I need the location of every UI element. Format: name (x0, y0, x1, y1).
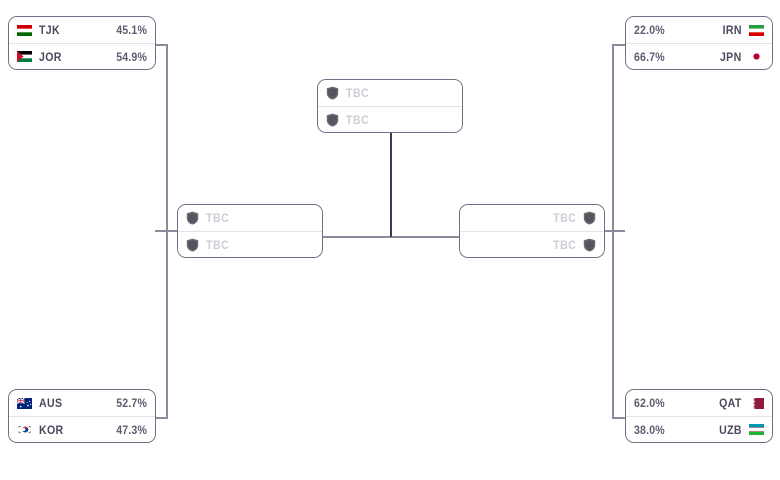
team-code: KOR (39, 422, 64, 437)
team-code: AUS (39, 396, 63, 410)
team-row[interactable]: TBC (460, 231, 604, 257)
shield-icon (326, 86, 339, 100)
team-row[interactable]: 22.0% IRN (626, 17, 772, 43)
match-qf-bottom-right[interactable]: 62.0% QAT 38.0% UZB (625, 389, 773, 443)
team-win-pct: 22.0% (634, 23, 665, 37)
team-row[interactable]: TBC (460, 205, 604, 231)
team-row[interactable]: TBC (318, 106, 462, 132)
team-row[interactable]: TBC (318, 80, 462, 106)
team-win-pct: 38.0% (634, 422, 665, 437)
team-win-pct: 62.0% (634, 396, 665, 410)
jor-flag (17, 51, 32, 62)
match-qf-top-right[interactable]: 22.0% IRN 66.7% JPN (625, 16, 773, 70)
connector-sf-right-stub (603, 230, 625, 232)
team-row[interactable]: TJK 45.1% (9, 17, 155, 43)
team-code: UZB (719, 422, 742, 437)
connector-sf-left-stub (155, 230, 177, 232)
uzb-flag (749, 424, 764, 435)
team-row[interactable]: 62.0% QAT (626, 390, 772, 416)
jpn-flag (749, 51, 764, 62)
match-sf-left[interactable]: TBC TBC (177, 204, 323, 258)
match-final[interactable]: TBC TBC (317, 79, 463, 133)
team-code: TJK (39, 23, 61, 37)
tbc-label: TBC (346, 86, 370, 100)
team-win-pct: 54.9% (116, 49, 147, 64)
team-code: QAT (719, 396, 742, 410)
irn-flag (749, 24, 764, 36)
qat-flag (749, 397, 764, 409)
team-row[interactable]: TBC (178, 231, 322, 257)
team-row[interactable]: 38.0% UZB (626, 416, 772, 442)
team-code: JOR (39, 49, 62, 64)
shield-icon (186, 211, 199, 225)
shield-icon (583, 238, 596, 252)
team-code: JPN (720, 49, 742, 64)
match-sf-right[interactable]: TBC TBC (459, 204, 605, 258)
tbc-label: TBC (346, 112, 370, 127)
connector-final-drop (390, 133, 392, 237)
kor-flag (17, 424, 32, 435)
tjk-flag (17, 24, 32, 36)
tbc-label: TBC (552, 211, 576, 225)
shield-icon (326, 113, 339, 127)
connector-qf-top-right-stub (612, 44, 625, 46)
team-row[interactable]: JOR 54.9% (9, 43, 155, 69)
team-row[interactable]: KOR 47.3% (9, 416, 155, 442)
team-win-pct: 47.3% (116, 422, 147, 437)
shield-icon (583, 211, 596, 225)
team-row[interactable]: AUS 52.7% (9, 390, 155, 416)
shield-icon (186, 238, 199, 252)
team-win-pct: 52.7% (116, 396, 147, 410)
match-qf-top-left[interactable]: TJK 45.1% JOR 54.9% (8, 16, 156, 70)
tbc-label: TBC (552, 237, 576, 252)
team-code: IRN (722, 23, 742, 37)
team-win-pct: 66.7% (634, 49, 665, 64)
connector-qf-bottom-right-stub (612, 417, 625, 419)
match-qf-bottom-left[interactable]: AUS 52.7% KOR 47.3% (8, 389, 156, 443)
aus-flag (17, 397, 32, 409)
team-row[interactable]: TBC (178, 205, 322, 231)
connector-qf-top-left-stub (155, 44, 168, 46)
team-win-pct: 45.1% (116, 23, 147, 37)
connector-final-spine (322, 236, 468, 238)
tbc-label: TBC (206, 211, 230, 225)
team-row[interactable]: 66.7% JPN (626, 43, 772, 69)
tbc-label: TBC (206, 237, 230, 252)
connector-qf-bottom-left-stub (155, 417, 168, 419)
